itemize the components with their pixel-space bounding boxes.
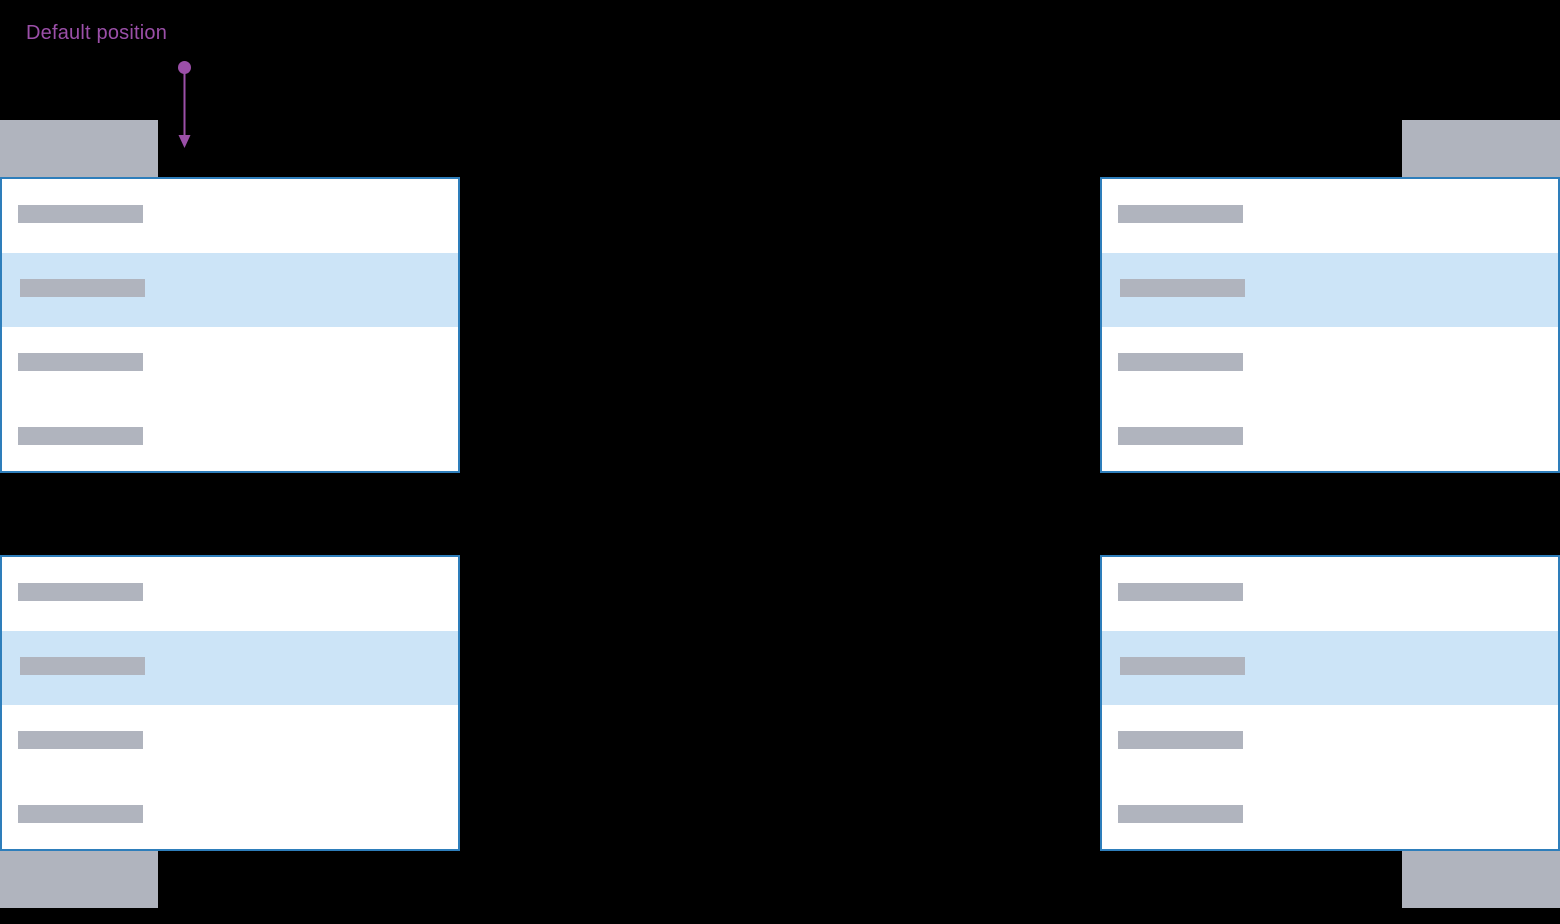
flyout-panel-bottom-left[interactable] [0, 555, 460, 851]
list-item-selected[interactable] [1102, 253, 1558, 327]
list-item[interactable] [1102, 401, 1558, 471]
list-item[interactable] [1102, 557, 1558, 631]
list-item-selected[interactable] [2, 631, 458, 705]
list-item[interactable] [2, 557, 458, 631]
list-item[interactable] [2, 401, 458, 471]
list-item-label-placeholder [18, 805, 143, 823]
flyout-panel-top-right[interactable] [1100, 177, 1560, 473]
list-item-label-placeholder [18, 583, 143, 601]
list-item[interactable] [2, 705, 458, 779]
list-item[interactable] [2, 327, 458, 401]
list-item-label-placeholder [18, 731, 143, 749]
anchor-block-top-right [1402, 120, 1560, 177]
flyout-panel-bottom-right[interactable] [1100, 555, 1560, 851]
list-item-label-placeholder [20, 657, 145, 675]
list-item-selected[interactable] [2, 253, 458, 327]
list-item-label-placeholder [1118, 805, 1243, 823]
list-item-label-placeholder [18, 353, 143, 371]
anchor-block-bottom-left [0, 851, 158, 908]
list-item-label-placeholder [18, 205, 143, 223]
list-item-label-placeholder [20, 279, 145, 297]
list-item-label-placeholder [1118, 353, 1243, 371]
list-item-label-placeholder [1118, 205, 1243, 223]
list-item-selected[interactable] [1102, 631, 1558, 705]
list-item[interactable] [2, 779, 458, 849]
list-item-label-placeholder [1118, 731, 1243, 749]
list-item-label-placeholder [18, 427, 143, 445]
list-item[interactable] [1102, 179, 1558, 253]
anchor-block-bottom-right [1402, 851, 1560, 908]
list-item[interactable] [1102, 779, 1558, 849]
list-item[interactable] [1102, 327, 1558, 401]
down-arrow-icon [178, 61, 191, 148]
anchor-block-top-left [0, 120, 158, 177]
list-item-label-placeholder [1118, 583, 1243, 601]
flyout-panel-top-left[interactable] [0, 177, 460, 473]
list-item-label-placeholder [1118, 427, 1243, 445]
list-item[interactable] [2, 179, 458, 253]
list-item[interactable] [1102, 705, 1558, 779]
annotation-label-default-position: Default position [26, 22, 168, 44]
list-item-label-placeholder [1120, 657, 1245, 675]
list-item-label-placeholder [1120, 279, 1245, 297]
